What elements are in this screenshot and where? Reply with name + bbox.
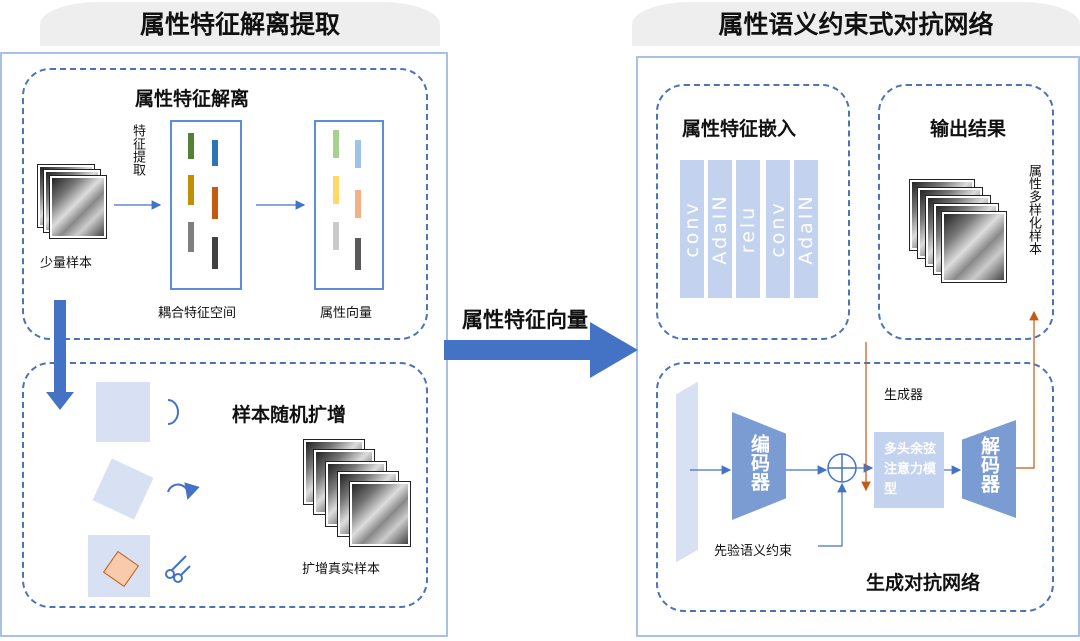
coupled-space-label: 耦合特征空间 [158, 306, 237, 321]
aug-real-label: 扩增真实样本 [302, 562, 381, 577]
attention-block [874, 432, 944, 508]
layer-relu: relu [736, 160, 760, 298]
gan-box [656, 362, 1054, 612]
attr-bar-5 [333, 222, 339, 250]
layer-conv-1: conv [680, 160, 704, 298]
coupled-bar-3 [188, 175, 194, 205]
attr-bar-1 [333, 130, 339, 158]
attr-bar-3 [333, 176, 339, 204]
out-photo-5 [942, 212, 1006, 282]
few-samples-label: 少量样本 [40, 256, 93, 271]
middle-arrow-label: 属性特征向量 [462, 308, 588, 332]
generator-label: 生成器 [884, 388, 924, 403]
augment-title: 样本随机扩增 [232, 404, 347, 426]
layer-adain-2: AdaIN [794, 160, 818, 298]
coupled-bar-6 [212, 237, 218, 269]
attr-vector-box [314, 120, 384, 290]
attention-label: 多头余弦注意力模型 [884, 442, 937, 497]
attr-vector-label: 属性向量 [320, 306, 373, 321]
coupled-space-box [170, 120, 242, 290]
attr-bar-2 [355, 140, 361, 168]
embed-title: 属性特征嵌入 [682, 118, 797, 140]
input-parallelogram [676, 381, 698, 563]
left-title-tab: 属性特征解离提取 [40, 2, 440, 46]
output-box [878, 84, 1054, 340]
prior-label: 先验语义约束 [714, 544, 793, 559]
attr-bar-4 [355, 190, 361, 218]
output-label: 属性多样化样本 [1026, 164, 1041, 255]
decoder-block: 解码器 [962, 420, 1016, 518]
coupled-bar-4 [212, 187, 218, 219]
disentangle-box [22, 68, 428, 340]
coupled-bar-2 [212, 140, 218, 166]
coupled-bar-1 [188, 133, 194, 159]
feature-extract-label: 特征提取 [130, 124, 145, 176]
augment-box [22, 362, 428, 608]
right-title-tab: 属性语义约束式对抗网络 [632, 2, 1080, 46]
right-title: 属性语义约束式对抗网络 [718, 10, 994, 39]
attr-bar-6 [355, 238, 361, 270]
output-title: 输出结果 [930, 118, 1007, 140]
encoder-label: 编码器 [748, 434, 770, 491]
augment-square-1 [96, 382, 150, 442]
layer-adain-1: AdaIN [708, 160, 732, 298]
coupled-bar-5 [188, 222, 194, 252]
encoder-block: 编码器 [732, 412, 786, 520]
decoder-label: 解码器 [978, 436, 1000, 493]
layer-conv-2: conv [766, 160, 790, 298]
gan-title: 生成对抗网络 [866, 572, 981, 594]
embed-box [656, 84, 850, 340]
left-title: 属性特征解离提取 [139, 10, 340, 39]
sample-photo-3 [50, 176, 106, 238]
disentangle-title: 属性特征解离 [135, 88, 250, 110]
aug-photo-5 [350, 482, 410, 546]
